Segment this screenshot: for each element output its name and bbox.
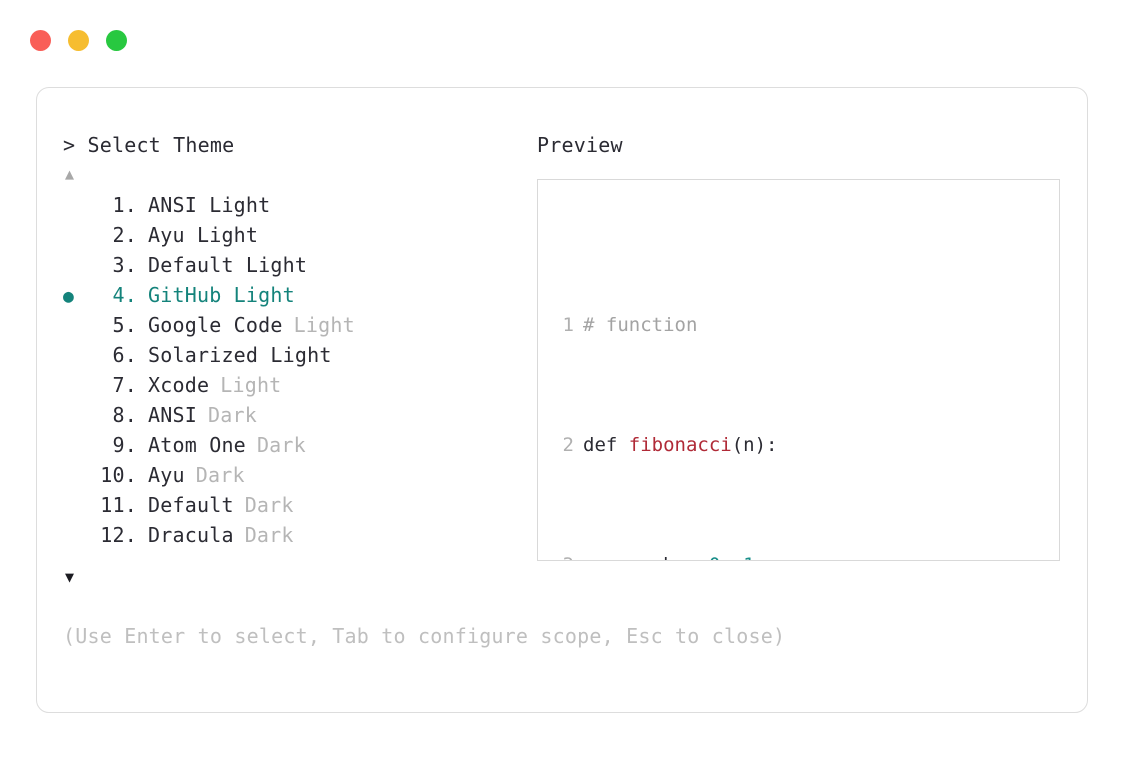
list-item-theme-4[interactable]: ● 4. GitHub Light bbox=[63, 280, 533, 310]
code-content: # function bbox=[583, 314, 698, 336]
theme-name: Ayu Light bbox=[148, 223, 259, 247]
maximize-window-button[interactable] bbox=[106, 30, 127, 51]
theme-name: Atom One bbox=[148, 433, 246, 457]
theme-index: 4. bbox=[112, 283, 137, 307]
theme-variant: Dark bbox=[207, 403, 257, 427]
list-item-theme-3[interactable]: 3. Default Light bbox=[63, 250, 533, 280]
minimize-window-button[interactable] bbox=[68, 30, 89, 51]
theme-index: 3. bbox=[112, 253, 137, 277]
page-title: > Select Theme bbox=[63, 133, 235, 157]
list-item-theme-2[interactable]: 2. Ayu Light bbox=[63, 220, 533, 250]
theme-index: 1. bbox=[112, 193, 137, 217]
list-item-theme-9[interactable]: 9. Atom One Dark bbox=[63, 430, 533, 460]
line-number: 2 bbox=[562, 434, 574, 456]
keyboard-hint: (Use Enter to select, Tab to configure s… bbox=[63, 624, 786, 648]
theme-index: 9. bbox=[112, 433, 137, 457]
theme-name: GitHub Light bbox=[148, 283, 295, 307]
list-item-theme-5[interactable]: 5. Google Code Light bbox=[63, 310, 533, 340]
theme-index: 8. bbox=[112, 403, 137, 427]
theme-variant: Dark bbox=[256, 433, 306, 457]
theme-variant: Dark bbox=[195, 463, 245, 487]
code-line: 2 def fibonacci(n): bbox=[538, 430, 1059, 460]
theme-name: Default Light bbox=[148, 253, 308, 277]
list-item-theme-6[interactable]: 6. Solarized Light bbox=[63, 340, 533, 370]
theme-name: Xcode bbox=[148, 373, 210, 397]
theme-variant: Light bbox=[293, 313, 355, 337]
theme-selector-panel: > Select Theme ▲ 1. ANSI Light 2. Ayu Li… bbox=[63, 132, 533, 588]
code-line: 3 a, b = 0, 1 bbox=[538, 550, 1059, 560]
theme-name: Solarized Light bbox=[148, 343, 332, 367]
code-block: 1 # function 2 def fibonacci(n): 3 a, b … bbox=[538, 220, 1059, 560]
code-preview-box: 1 # function 2 def fibonacci(n): 3 a, b … bbox=[537, 179, 1060, 561]
theme-picker-card: > Select Theme ▲ 1. ANSI Light 2. Ayu Li… bbox=[36, 87, 1088, 713]
theme-variant: Light bbox=[220, 373, 282, 397]
scroll-down-indicator-icon[interactable]: ▼ bbox=[65, 568, 75, 586]
preview-label: Preview bbox=[537, 133, 623, 157]
close-window-button[interactable] bbox=[30, 30, 51, 51]
code-line: 1 # function bbox=[538, 310, 1059, 340]
code-content: a, b = 0, 1 bbox=[574, 550, 755, 560]
theme-variant: Dark bbox=[244, 523, 294, 547]
theme-index: 5. bbox=[112, 313, 137, 337]
preview-panel: Preview 1 # function 2 def fibonacci(n): bbox=[537, 132, 1067, 561]
list-item-theme-7[interactable]: 7. Xcode Light bbox=[63, 370, 533, 400]
theme-name: ANSI Light bbox=[148, 193, 271, 217]
line-number: 1 bbox=[562, 314, 574, 336]
theme-name: Ayu bbox=[148, 463, 185, 487]
theme-index: 11. bbox=[100, 493, 137, 517]
list-item-theme-10[interactable]: 10. Ayu Dark bbox=[63, 460, 533, 490]
theme-name: ANSI bbox=[148, 403, 197, 427]
theme-index: 2. bbox=[112, 223, 137, 247]
scroll-up-indicator-icon[interactable]: ▲ bbox=[65, 165, 75, 183]
theme-index: 10. bbox=[100, 463, 137, 487]
window-controls bbox=[30, 30, 127, 51]
theme-list: 1. ANSI Light 2. Ayu Light 3. Default Li… bbox=[63, 190, 533, 550]
list-item-theme-1[interactable]: 1. ANSI Light bbox=[63, 190, 533, 220]
list-item-theme-11[interactable]: 11. Default Dark bbox=[63, 490, 533, 520]
selection-bullet-icon: ● bbox=[63, 286, 74, 307]
theme-name: Default bbox=[148, 493, 234, 517]
theme-index: 7. bbox=[112, 373, 137, 397]
theme-index: 12. bbox=[100, 523, 137, 547]
line-number: 3 bbox=[538, 550, 574, 560]
list-item-theme-8[interactable]: 8. ANSI Dark bbox=[63, 400, 533, 430]
code-content: def fibonacci(n): bbox=[583, 434, 778, 456]
list-item-theme-12[interactable]: 12. Dracula Dark bbox=[63, 520, 533, 550]
theme-index: 6. bbox=[112, 343, 137, 367]
theme-variant: Dark bbox=[244, 493, 294, 517]
theme-name: Dracula bbox=[148, 523, 234, 547]
theme-name: Google Code bbox=[148, 313, 283, 337]
